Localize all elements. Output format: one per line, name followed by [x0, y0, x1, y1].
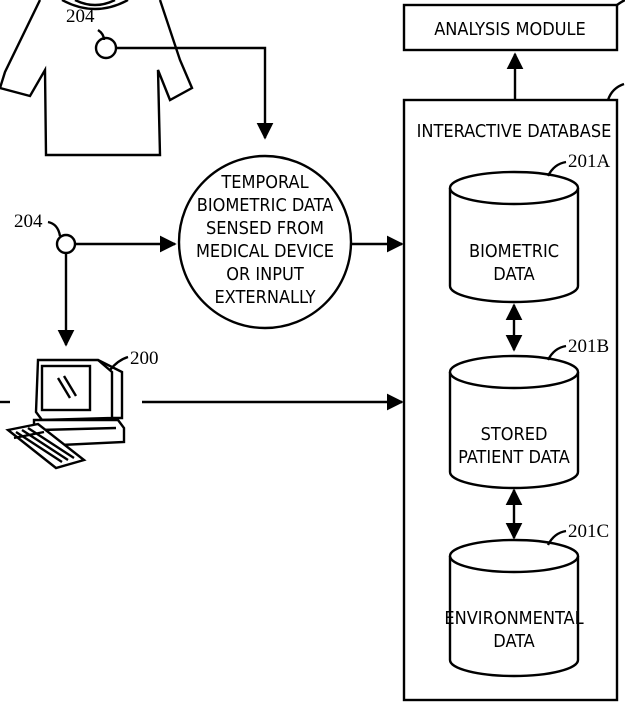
shirt-to-node-arrow	[116, 48, 265, 138]
biometric-store-line-2: DATA	[493, 264, 534, 285]
stored-patient-data-store: STORED PATIENT DATA	[450, 356, 578, 488]
environmental-store-ref: 201C	[568, 521, 609, 542]
temporal-line-5: OR INPUT	[226, 264, 304, 285]
analysis-module-label: ANALYSIS MODULE	[434, 19, 586, 40]
shirt-sensor-ref: 204	[66, 6, 95, 27]
temporal-line-3: SENSED FROM	[206, 218, 324, 239]
interactive-database-label: INTERACTIVE DATABASE	[417, 121, 612, 142]
standalone-sensor-ref: 204	[14, 211, 43, 232]
temporal-line-6: EXTERNALLY	[214, 287, 315, 308]
temporal-line-1: TEMPORAL	[220, 172, 308, 193]
biometric-store-ref: 201A	[568, 151, 611, 172]
computer-icon	[8, 360, 124, 468]
temporal-line-2: BIOMETRIC DATA	[197, 195, 334, 216]
database-ref-leader	[608, 84, 624, 100]
computer-ref: 200	[130, 348, 159, 369]
biometric-data-store: BIOMETRIC DATA	[450, 172, 578, 302]
computer-ref-leader	[110, 357, 128, 370]
standalone-sensor-leader	[48, 222, 60, 236]
analysis-module-ref-leader	[617, 0, 625, 5]
temporal-line-4: MEDICAL DEVICE	[196, 241, 334, 262]
stored-store-line-1: STORED	[481, 424, 548, 445]
stored-store-line-2: PATIENT DATA	[458, 447, 570, 468]
standalone-sensor-node	[57, 235, 75, 253]
environmental-store-line-1: ENVIRONMENTAL	[444, 608, 583, 629]
biometric-store-line-1: BIOMETRIC	[469, 241, 559, 262]
shirt-sensor-node	[96, 38, 116, 58]
shirt-icon	[0, 0, 192, 155]
environmental-data-store: ENVIRONMENTAL DATA	[444, 540, 583, 676]
stored-store-ref: 201B	[568, 336, 609, 357]
environmental-store-line-2: DATA	[493, 631, 534, 652]
